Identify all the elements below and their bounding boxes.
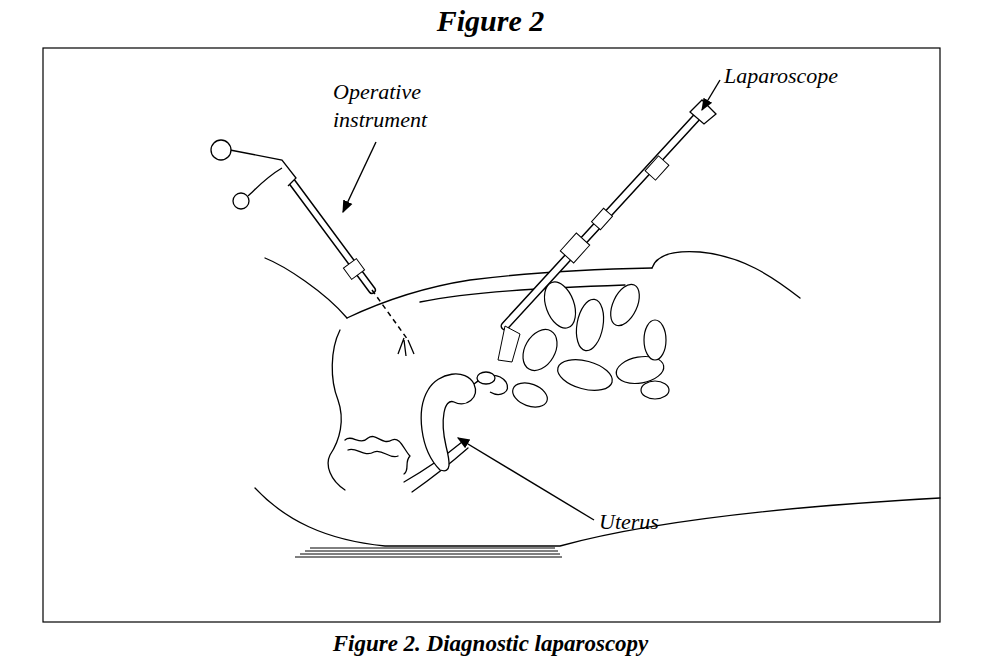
figure-caption: Figure 2. Diagnostic laparoscopy: [0, 631, 981, 657]
operative-instrument: [211, 140, 414, 356]
uterus-shape: [421, 374, 475, 471]
light-cone: [498, 326, 520, 362]
leader-arrow: [343, 142, 376, 212]
instrument-inside: [372, 290, 408, 340]
scope-eyepiece: [690, 100, 716, 124]
table-hatching: [295, 548, 562, 557]
figure-frame: [43, 48, 940, 622]
table-line: [300, 554, 560, 555]
trocar-sleeve: [343, 259, 364, 280]
back-line: [255, 488, 940, 546]
instrument-shaft: [292, 182, 372, 290]
handle-ring: [211, 140, 231, 160]
laparoscope-drawing: [498, 100, 716, 362]
scope-shaft: [505, 118, 696, 326]
bowel-loop: [644, 320, 666, 360]
bowel-loop: [516, 323, 564, 376]
scope-coupling: [645, 156, 669, 180]
bowel-loop: [641, 381, 669, 399]
instrument-handle: [230, 150, 296, 186]
part-label: Uterus: [599, 508, 659, 536]
handle-ring: [233, 193, 249, 209]
trocar-valve: [560, 233, 589, 263]
pubic-hair: [348, 449, 398, 457]
breast-line: [652, 252, 800, 298]
table-line: [305, 551, 558, 552]
part-label: Operative instrument: [333, 78, 463, 133]
scope-coupling: [592, 208, 613, 229]
table-line: [295, 557, 562, 558]
leader-arrow: [458, 438, 594, 520]
instrument-shaft: [292, 182, 372, 290]
buttock-line: [328, 330, 345, 490]
bowel-loop: [605, 280, 645, 330]
grasper-jaws: [398, 338, 414, 356]
ovary: [477, 372, 495, 384]
body-outline: [255, 252, 940, 546]
abdomen-line: [347, 268, 652, 318]
part-label: Laparoscope: [724, 62, 838, 90]
figure-title: Figure 2: [0, 4, 981, 38]
bowel-loop: [509, 379, 550, 412]
thigh-line: [265, 258, 347, 318]
leader-lines: [343, 80, 720, 520]
scope-shaft: [505, 118, 696, 326]
bowel-loop: [573, 297, 608, 353]
table-line: [310, 548, 555, 549]
leader-arrow: [702, 80, 720, 110]
pubic-hair: [345, 436, 410, 474]
instrument-handle: [248, 168, 282, 196]
uterus-drawing: [421, 372, 507, 471]
bowel-loop: [554, 354, 615, 396]
